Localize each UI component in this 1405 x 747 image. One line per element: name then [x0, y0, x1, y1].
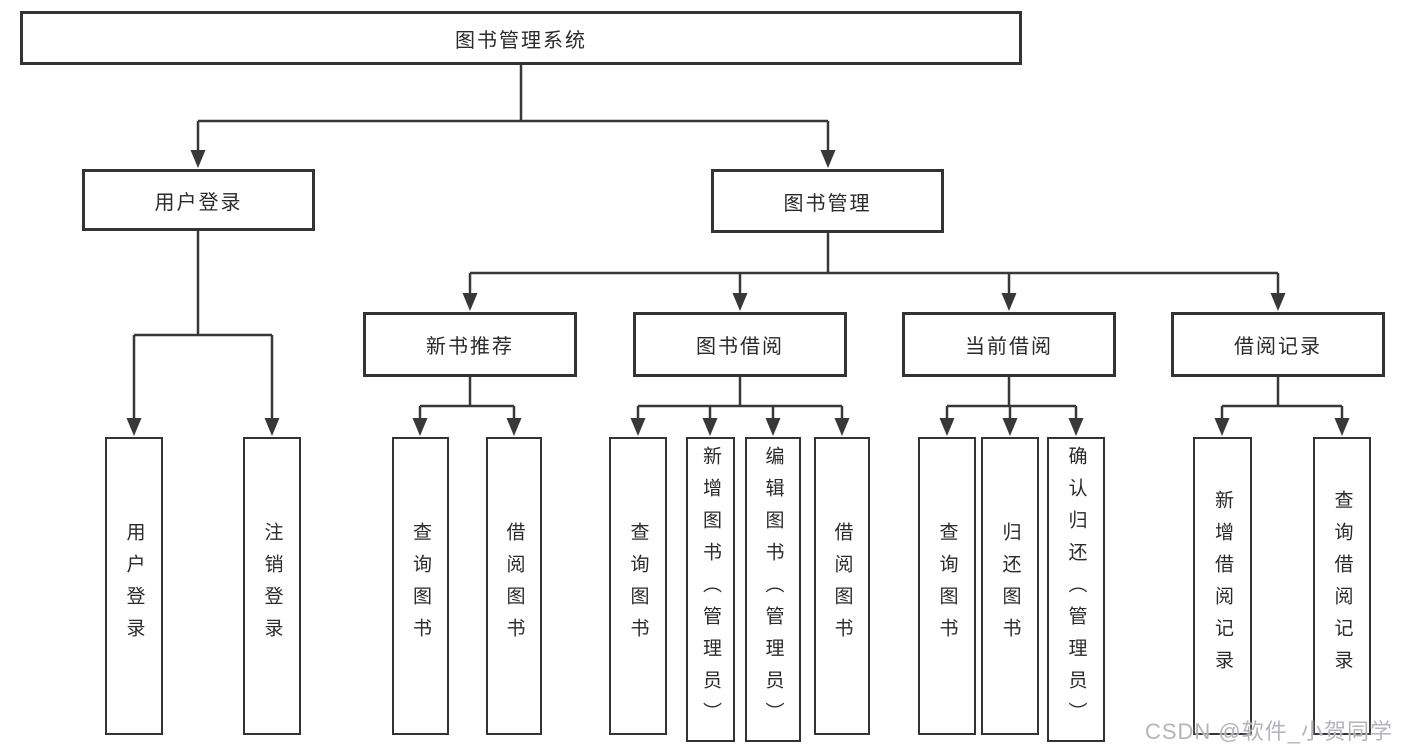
- leaf-logout-label: 注销登录: [261, 522, 283, 650]
- leaf-borrow-books-borrowing-label: 借阅图书: [831, 522, 853, 650]
- leaf-query-borrow-record: 查询借阅记录: [1313, 437, 1371, 735]
- node-book-borrowing: 图书借阅: [633, 312, 847, 377]
- leaf-confirm-return-admin-label: 确认归还（管理员）: [1065, 445, 1087, 734]
- node-library-management-system: 图书管理系统: [20, 11, 1022, 65]
- leaf-add-borrow-record-label: 新增借阅记录: [1212, 490, 1233, 682]
- leaf-borrow-books-recommend: 借阅图书: [486, 437, 542, 735]
- node-book-management: 图书管理: [711, 169, 944, 233]
- leaf-borrow-books-borrowing: 借阅图书: [814, 437, 870, 735]
- leaf-query-books-recommend: 查询图书: [392, 437, 449, 735]
- csdn-watermark: CSDN @软件_小贺同学: [1144, 719, 1393, 744]
- leaf-logout: 注销登录: [243, 437, 301, 735]
- leaf-query-books-borrowing: 查询图书: [609, 437, 667, 735]
- leaf-query-books-borrowing-label: 查询图书: [627, 522, 649, 650]
- leaf-query-borrow-record-label: 查询借阅记录: [1331, 490, 1353, 682]
- leaf-edit-books-admin: 编辑图书（管理员）: [745, 437, 801, 742]
- leaf-return-books-label: 归还图书: [999, 522, 1021, 650]
- leaf-borrow-books-recommend-label: 借阅图书: [503, 522, 525, 650]
- leaf-query-books-current: 查询图书: [918, 437, 976, 735]
- node-borrowing-records: 借阅记录: [1171, 312, 1385, 377]
- leaf-user-login-label: 用户登录: [123, 522, 145, 650]
- leaf-query-books-recommend-label: 查询图书: [410, 522, 431, 650]
- leaf-add-books-admin-label: 新增图书（管理员）: [700, 445, 721, 734]
- leaf-add-books-admin: 新增图书（管理员）: [686, 437, 735, 742]
- leaf-confirm-return-admin: 确认归还（管理员）: [1047, 437, 1105, 742]
- leaf-query-books-current-label: 查询图书: [936, 522, 958, 650]
- node-new-book-recommendation: 新书推荐: [363, 312, 577, 377]
- node-current-borrowing: 当前借阅: [902, 312, 1116, 377]
- leaf-user-login: 用户登录: [105, 437, 163, 735]
- leaf-add-borrow-record: 新增借阅记录: [1193, 437, 1252, 735]
- leaf-edit-books-admin-label: 编辑图书（管理员）: [762, 445, 784, 734]
- node-user-login: 用户登录: [82, 169, 315, 231]
- leaf-return-books: 归还图书: [981, 437, 1039, 735]
